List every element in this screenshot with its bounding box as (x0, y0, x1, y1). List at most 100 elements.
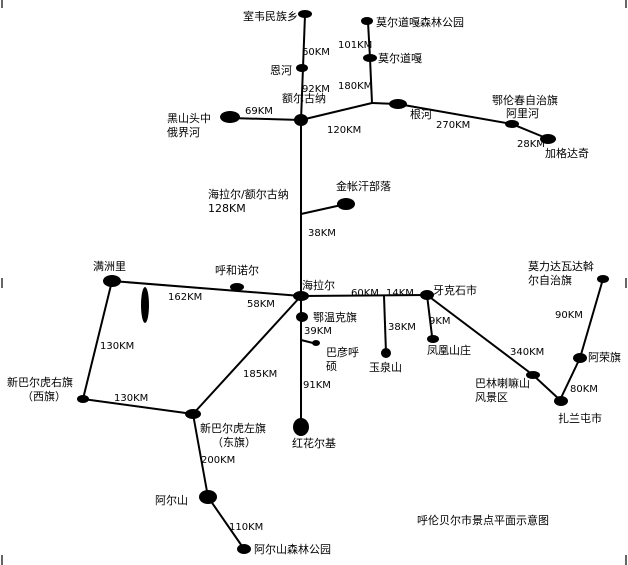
dist-xinyou-xinzuo: 130KM (114, 393, 148, 404)
dist-hohnur-hailar: 58KM (247, 299, 275, 310)
route-yuquanshan (383, 295, 387, 354)
label-morin-1: 莫力达瓦达斡 (528, 260, 594, 273)
route-manzhouli-hailar (111, 280, 302, 297)
lake-marker (141, 287, 149, 323)
route-ergun-mordaoga-junction (300, 102, 373, 121)
enhe-marker (296, 64, 308, 72)
dist-mordaoga-ergun: 180KM (338, 81, 372, 92)
label-honghuaerji: 红花尔基 (292, 437, 336, 450)
dist-enhe-ergun: 92KM (302, 84, 330, 95)
label-zhalantun: 扎兰屯市 (558, 411, 602, 425)
map-title: 呼伦贝尔市景点平面示意图 (417, 513, 549, 527)
route-xinzuo-arxan (192, 413, 209, 498)
label-heishantou-2: 俄界河 (167, 126, 200, 139)
jiagedaqi-marker (540, 134, 556, 144)
label-hailar-ergun-1: 海拉尔/额尔古纳 (208, 187, 289, 201)
dist-yakeshi-zhalantun: 340KM (510, 347, 544, 358)
route-morin-arong (579, 278, 604, 359)
label-arong: 阿荣旗 (588, 350, 621, 364)
label-oroqen-1: 鄂伦春自治旗 (492, 93, 558, 107)
ewenki-marker (296, 312, 308, 322)
honghuaerji-marker (293, 418, 309, 436)
label-arxan-park: 阿尔山森林公园 (254, 542, 331, 556)
dist-oroqen-jiagedaqi: 28KM (517, 139, 545, 150)
dist-ewenki: 39KM (304, 326, 332, 337)
label-xinbaerhu-right-2: （西旗） (22, 389, 66, 403)
route-heishantou-ergun (229, 117, 302, 121)
route-mordaoga-park (367, 21, 371, 59)
zhalantun-marker (554, 396, 568, 406)
location-markers (77, 10, 609, 554)
route-fenghuang (426, 294, 433, 337)
arxan-park-marker (237, 544, 251, 554)
label-bayanhushuo-2: 硕 (326, 360, 337, 373)
label-oroqen-2: 阿里河 (506, 107, 539, 120)
dist-fenghuang: 9KM (429, 316, 451, 327)
label-heishantou-1: 黑山头中 (167, 112, 211, 125)
label-xinbaerhu-left-2: （东旗） (212, 435, 256, 449)
route-bayan-branch (300, 339, 314, 344)
label-yuquanshan: 玉泉山 (369, 360, 402, 374)
heishantou-marker (220, 111, 240, 123)
distance-labels: 60KM 92KM 101KM 180KM 69KM 120KM 270KM 2… (100, 40, 598, 533)
label-xinbaerhu-right-1: 新巴尔虎右旗 (7, 375, 73, 389)
dist-jinzhanghan: 38KM (308, 228, 336, 239)
label-mordaoga-park: 莫尔道嘎森林公园 (376, 15, 464, 29)
label-genhe: 根河 (410, 107, 432, 121)
dist-hailar-xinzuo: 185KM (243, 369, 277, 380)
arxan-marker (199, 490, 217, 504)
hailar-marker (293, 291, 309, 301)
bayanhushuo-marker (312, 340, 320, 346)
dist-hailar-junction: 60KM (351, 288, 379, 299)
hohnur-marker (230, 283, 244, 291)
route-hailar-yakeshi (300, 294, 428, 297)
mordaoga-marker (363, 54, 377, 62)
route-hailar-xinzuo (192, 295, 302, 415)
label-arxan: 阿尔山 (155, 494, 188, 507)
label-hailar: 海拉尔 (302, 278, 335, 292)
dist-morin-arong: 90KM (555, 310, 583, 321)
label-ergun: 额尔古纳 (282, 92, 326, 105)
label-yakeshi: 牙克石市 (433, 283, 477, 297)
place-labels: 室韦民族乡 恩河 莫尔道嘎森林公园 莫尔道嘎 额尔古纳 黑山头中 俄界河 根河 … (7, 9, 621, 556)
xinbaerhu-right-marker (77, 395, 89, 403)
fenghuangshan-marker (427, 335, 439, 343)
route-mordaoga (369, 57, 373, 104)
label-shiwei: 室韦民族乡 (243, 9, 298, 23)
dist-ergun-hailar: 120KM (327, 125, 361, 136)
label-balin-1: 巴林喇嘛山 (475, 376, 530, 390)
manzhouli-marker (103, 275, 121, 287)
dist-manzhouli-xinyou: 130KM (100, 341, 134, 352)
shiwei-marker (298, 10, 312, 18)
dist-arxan-park: 110KM (229, 522, 263, 533)
yakeshi-marker (420, 290, 434, 300)
route-xinyou-xinzuo (82, 398, 194, 415)
label-hailar-ergun-2: 128KM (208, 202, 246, 215)
dist-genhe-oroqen: 270KM (436, 120, 470, 131)
ergun-marker (294, 114, 308, 126)
genhe-marker (389, 99, 407, 109)
label-hohnur: 呼和诺尔 (215, 264, 259, 277)
label-enhe: 恩河 (270, 64, 292, 77)
label-ewenki: 鄂温克旗 (313, 310, 357, 324)
label-bayanhushuo-1: 巴彦呼 (326, 345, 359, 359)
morin-marker (597, 275, 609, 283)
dist-honghuaerji: 91KM (303, 380, 331, 391)
label-manzhouli: 满洲里 (93, 260, 126, 273)
dist-arong-zhalantun: 80KM (570, 384, 598, 395)
oroqen-marker (505, 120, 519, 128)
label-morin-2: 尔自治旗 (528, 273, 572, 287)
route-arong-zhalantun (559, 357, 581, 401)
route-manzhouli-xinyou (82, 280, 113, 400)
jinzhanghan-marker (337, 198, 355, 210)
dist-mordaoga-park: 101KM (338, 40, 372, 51)
dist-shiwei-enhe: 60KM (302, 47, 330, 58)
mordaoga-park-marker (361, 17, 373, 25)
route-yakeshi-balin (426, 294, 534, 376)
route-genhe-oroqen (397, 103, 513, 125)
dist-yuquanshan: 38KM (388, 322, 416, 333)
route-balin-zhalantun (532, 374, 561, 401)
yuquanshan-marker (381, 348, 391, 358)
